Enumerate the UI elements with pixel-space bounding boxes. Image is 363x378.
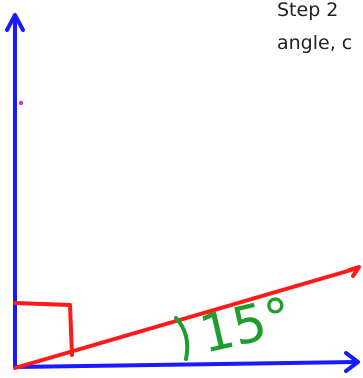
right-angle-marker: [13, 301, 74, 357]
angle-arc: [174, 316, 190, 361]
vertical-arrowhead: [5, 13, 25, 32]
angle-label: 15°: [194, 286, 297, 365]
step-instruction-text: Step 2 angle, c: [277, 0, 363, 60]
step-text-line-1: Step 2: [277, 0, 339, 21]
angle-line-arrowhead: [347, 265, 361, 278]
horizontal-arrowhead: [344, 351, 360, 373]
magenta-dot: [18, 100, 24, 106]
horizontal-axis-line: [13, 360, 358, 369]
step-text-line-2: angle, c: [277, 32, 353, 54]
